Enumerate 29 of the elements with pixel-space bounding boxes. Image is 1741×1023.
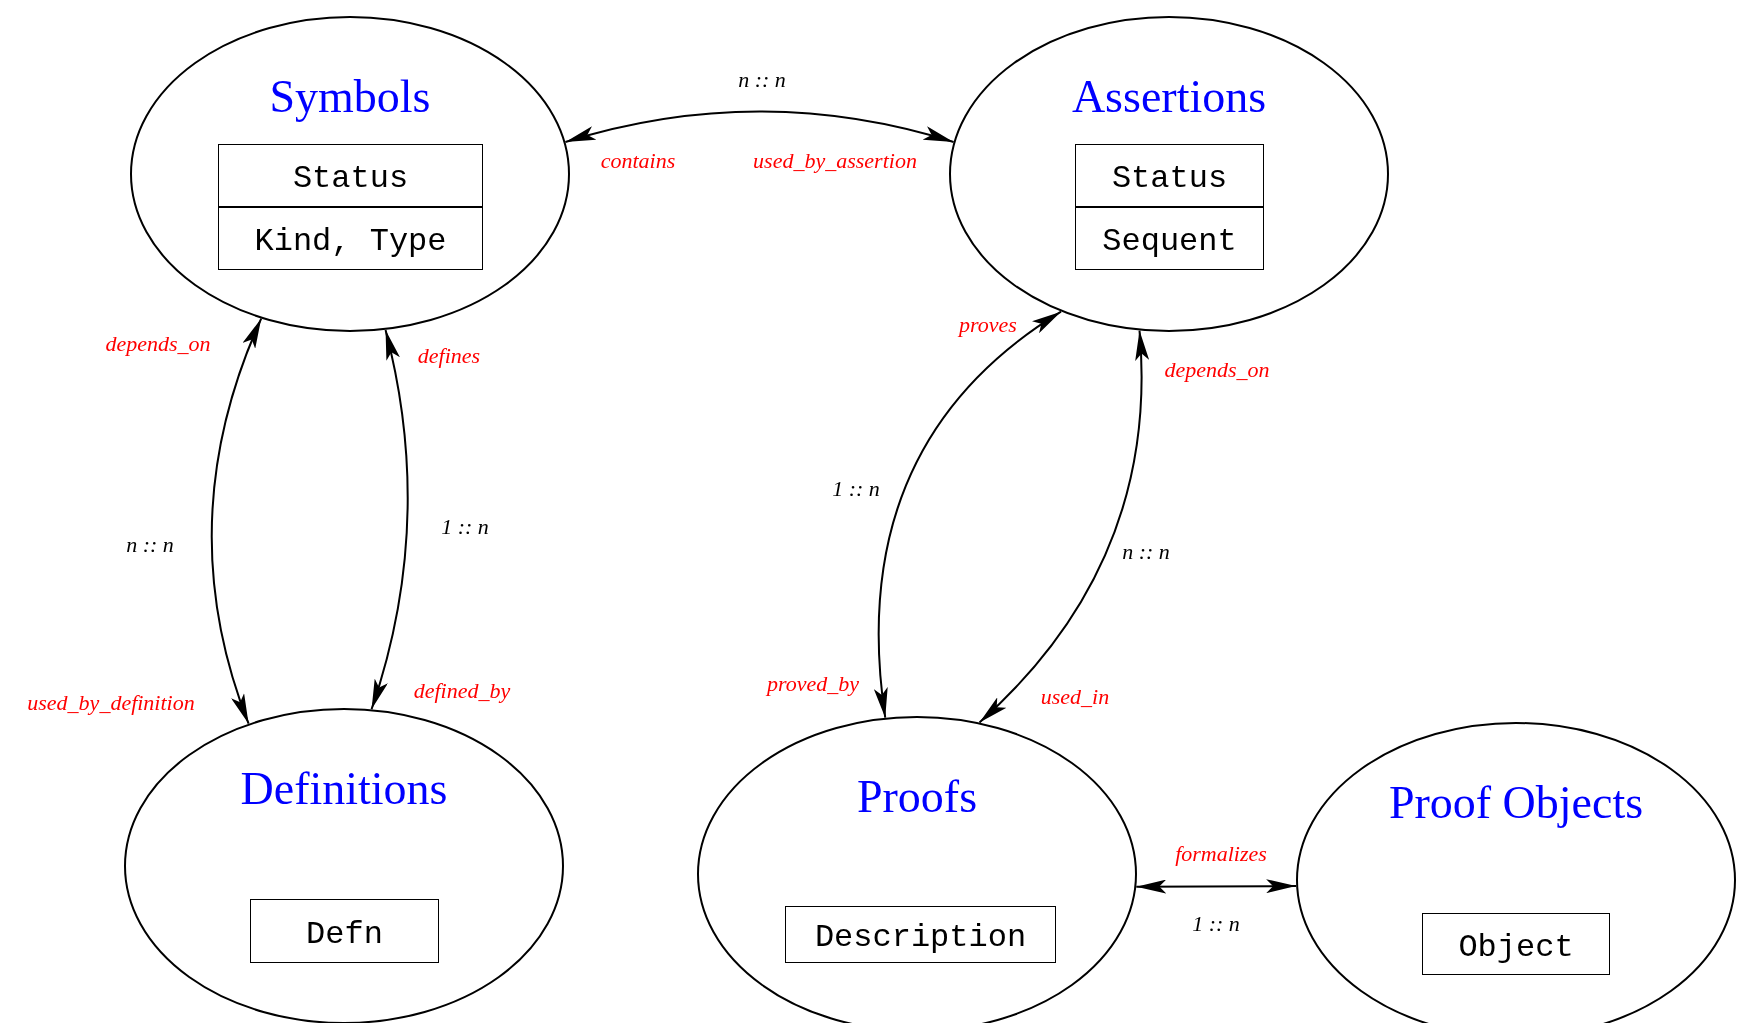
arrow bbox=[210, 317, 263, 725]
entity-title: Assertions bbox=[1070, 72, 1268, 122]
arrow bbox=[978, 329, 1149, 724]
role-label: defined_by bbox=[413, 678, 511, 704]
attribute-box: Status bbox=[218, 144, 483, 207]
attribute-box: Defn bbox=[250, 899, 439, 963]
entity-title: Proofs bbox=[855, 772, 979, 822]
attribute-box: Kind, Type bbox=[218, 207, 483, 270]
role-label: used_by_assertion bbox=[753, 148, 917, 174]
attribute-box: Object bbox=[1422, 913, 1610, 975]
role-label: contains bbox=[600, 148, 676, 174]
role-label: depends_on bbox=[1164, 357, 1270, 383]
arrow bbox=[564, 110, 955, 143]
role-label: used_by_definition bbox=[27, 690, 195, 716]
role-label: formalizes bbox=[1175, 841, 1267, 867]
attribute-box: Status bbox=[1075, 144, 1264, 207]
role-label: proves bbox=[959, 312, 1017, 338]
entity-title: Definitions bbox=[239, 764, 449, 814]
entity-title: Symbols bbox=[268, 72, 432, 122]
role-label: depends_on bbox=[105, 331, 211, 357]
role-label: proved_by bbox=[767, 671, 859, 697]
attribute-box: Description bbox=[785, 906, 1056, 963]
arrow bbox=[874, 310, 1062, 719]
arrow bbox=[370, 328, 409, 711]
role-label: defines bbox=[417, 343, 481, 369]
entity-title: Proof Objects bbox=[1387, 778, 1645, 828]
arrow bbox=[1135, 879, 1298, 894]
attribute-box: Sequent bbox=[1075, 207, 1264, 270]
role-label: used_in bbox=[1040, 684, 1110, 710]
